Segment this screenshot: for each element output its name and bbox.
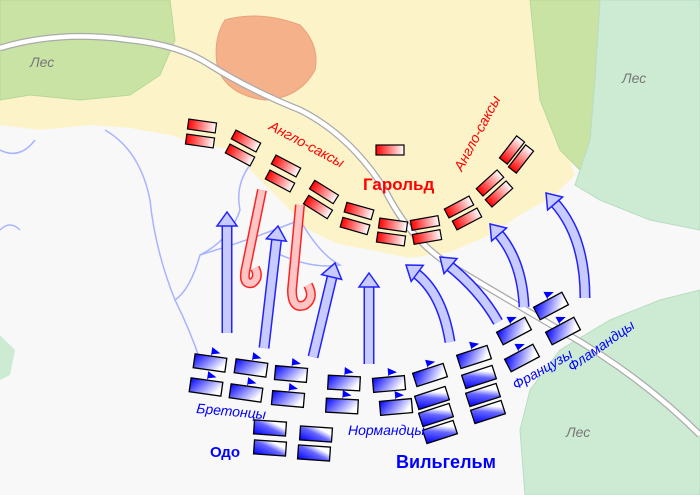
flag-icon [506,316,517,325]
odo-label: Одо [210,444,240,461]
flag-icon [555,316,566,325]
forest-label: Лес [565,424,590,440]
advance-arrow [550,198,589,299]
norman-unit [371,368,407,394]
norman-advance-arrows [215,192,591,364]
norman-unit [464,382,502,408]
norman-unit [252,439,288,457]
flag-icon [344,367,354,377]
flag-icon [246,377,257,387]
flag-icon [291,358,301,368]
forest-left-edge [0,335,15,380]
arrowhead-icon [439,256,459,276]
saxon-unit [411,228,443,246]
flag-icon [342,390,352,400]
william-label: Вильгельм [396,452,496,472]
arrowhead-icon [545,192,565,212]
forest-label: Лес [29,54,54,70]
saxon-unit [264,169,296,193]
arrowhead-icon [404,264,425,284]
norman-unit [495,316,533,346]
norman-unit [413,385,451,411]
advance-arrow [444,260,502,324]
saxon-unit [375,231,407,247]
norman-unit [296,444,332,462]
arrowhead-icon [357,271,381,288]
saxon-feigned-retreat-arrows [239,188,316,311]
saxon-unit [230,129,262,153]
flag-icon [387,368,398,378]
norman-units [188,291,582,462]
saxon-unit [302,194,334,220]
saxon-unit [409,214,441,232]
flag-icon [543,291,554,300]
norman-unit [503,343,541,373]
arrowhead-icon [215,210,239,227]
flag-icon [251,352,262,362]
saxon-unit [270,154,302,178]
saxon-unit [224,143,256,167]
advance-arrow [309,272,337,358]
saxon-unit [308,179,340,205]
advance-arrow [493,229,528,308]
flag-icon [514,343,525,352]
flag-icon [469,341,480,351]
forest-right-mint [574,0,700,231]
saxon-unit [377,217,409,233]
flag-icon [394,391,405,401]
norman-unit [252,419,288,437]
harold-label: Гарольд [363,175,434,194]
norman-unit [326,367,362,392]
arrowhead-icon [489,223,509,243]
norman-unit [298,425,334,443]
saxon-unit [184,133,216,149]
norman-unit [233,352,269,378]
norman-unit [532,291,570,321]
forest-label: Лес [621,70,646,86]
norman-unit [411,359,449,388]
norman-unit [273,358,309,384]
norman-unit [228,377,264,403]
norman-unit [469,399,507,425]
norman-unit [192,347,228,373]
advance-arrow [260,235,281,349]
saxon-unit [343,201,375,221]
saxon-unit [443,195,475,219]
saxon-unit [451,207,483,231]
saxon-unit [498,135,526,165]
norman-unit [421,419,459,445]
saxon-unit [475,169,505,197]
flag-icon [206,371,217,381]
saxon-unit [186,118,218,134]
hill [215,15,317,101]
forest-top-left [0,0,176,101]
flag-icon [288,383,298,393]
normans-label: Нормандцы [348,422,425,438]
saxon-unit [484,180,514,208]
saxon-unit [375,144,405,156]
arrowhead-icon [264,224,288,243]
bretons-label: Бретонцы [196,400,268,422]
norman-unit [455,341,493,370]
norman-unit [270,383,306,409]
retreat-arrow [241,189,266,287]
norman-unit [417,402,455,428]
forest-bottom-right [519,289,700,495]
norman-unit [378,391,414,417]
flag-icon [425,359,436,369]
norman-unit [188,371,224,397]
norman-unit [324,390,360,415]
retreat-arrow [288,204,315,310]
norman-unit [544,316,582,346]
saxon-unit [339,216,371,236]
flag-icon [210,347,221,357]
saxon-units [184,118,535,247]
arrowhead-icon [320,261,343,281]
saxon-unit [507,144,535,174]
norman-unit [460,364,498,390]
advance-arrow [411,268,454,343]
